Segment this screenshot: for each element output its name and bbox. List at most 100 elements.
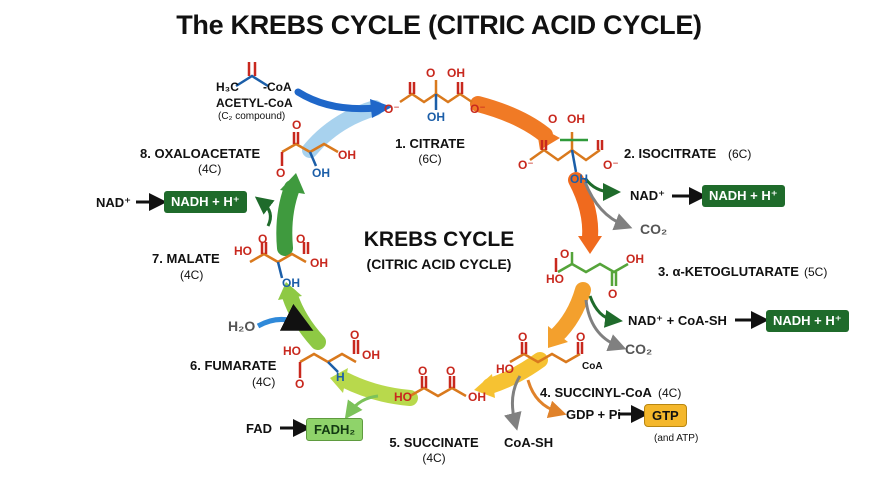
malate-nad-in: NAD⁺ [96,195,132,210]
gtp-note: (and ATP) [654,433,699,444]
step-1-label: 1. CITRATE [395,136,465,151]
malate-structure [249,242,310,279]
akg-oh: OH [626,252,644,266]
step-2-label: 2. ISOCITRATE [624,146,717,161]
step-8-carbons: (4C) [198,162,222,176]
step-1-carbons: (6C) [418,152,442,166]
succinate-oh: OH [468,390,486,404]
akg-nadh-box: NADH + H⁺ [766,310,849,332]
succinate-fadh-arrow [280,394,379,437]
akg-structure [554,252,629,286]
cycle-arrow-citrate-to-isocitrate [470,96,560,150]
cycle-arrow-isocitrate-to-akg [568,172,602,254]
fumarate-o-bottom: O [295,377,305,391]
step-7-label: 7. MALATE [152,251,220,266]
malate-o-left: O [258,232,268,246]
cycle-arrow-malate-to-oxaloacetate [276,173,305,256]
akg-o-bottom: O [608,287,618,301]
succinate-structure [409,376,467,398]
step-2-carbons: (6C) [728,147,752,161]
fumarate-water-in: H₂O [228,318,256,334]
isocitrate-co2-arrow [583,181,633,231]
oxaloacetate-oh: OH [338,148,356,162]
fadh2-box: FADH₂ [306,418,364,441]
oxaloacetate-structure [280,132,339,167]
isocitrate-nad-in: NAD⁺ [630,188,666,203]
acetyl-formula-coa: -CoA [263,80,292,94]
succinate-ho: HO [394,390,412,404]
malate-o-right: O [296,232,306,246]
malate-oh: OH [310,256,328,270]
isocitrate-o: O [548,112,558,126]
step-6-label: 6. FUMARATE [190,358,277,373]
succinyl-coa-mark: CoA [582,361,603,372]
malate-nadh-arrow [136,193,275,227]
citrate-structure [399,80,473,110]
isocitrate-oh-top: OH [567,112,585,126]
cycle-arrow-oxaloacetate-to-citrate [302,100,383,158]
akg-nadh-arrow [588,295,769,329]
succinyl-coash-arrow [504,375,522,431]
succinate-fad-in: FAD [246,421,272,436]
isocitrate-structure [529,132,604,173]
isocitrate-o-minus-right: O⁻ [603,158,619,172]
fumarate-o: O [350,328,360,342]
succinyl-gdp-in: GDP + Pi [566,407,622,422]
isocitrate-o-minus-left: O⁻ [518,158,534,172]
oxaloacetate-oh-bottom: OH [312,166,330,180]
malate-ho: HO [234,244,252,258]
succinyl-o-right: O [576,330,586,344]
malate-oh-bottom: OH [282,276,300,290]
step-5-label: 5. SUCCINATE [389,435,479,450]
succinyl-coa-structure [509,342,584,364]
akg-ho: HO [546,272,564,286]
gtp-box: GTP [644,404,687,427]
acetyl-coa-entry-arrow [294,88,392,118]
succinyl-coash-release: CoA-SH [504,435,554,450]
citrate-oh-bottom: OH [427,110,445,124]
citrate-o-minus-right: O⁻ [470,102,486,116]
akg-o-top: O [560,247,570,261]
oxaloacetate-o: O [292,118,302,132]
fumarate-h: H [336,370,345,384]
acetyl-coa-label: ACETYL-CoA [216,96,293,110]
step-3-label: 3. α-KETOGLUTARATE [658,264,799,279]
acetyl-formula-h3c: H₃C [216,80,239,94]
cycle-arrow-fumarate-to-malate [278,282,326,350]
step-3-carbons: (5C) [804,265,828,279]
page-title: The KREBS CYCLE (CITRIC ACID CYCLE) [176,10,702,40]
isocitrate-nadh-arrow [583,177,707,205]
isocitrate-oh-bottom: OH [570,172,588,186]
step-4-carbons: (4C) [658,386,682,400]
center-subtitle: (CITRIC ACID CYCLE) [366,256,512,272]
step-7-carbons: (4C) [180,268,204,282]
citrate-o-minus-left: O⁻ [384,102,400,116]
succinyl-gtp-arrow [526,379,649,423]
fumarate-ho: HO [283,344,301,358]
acetyl-coa-structure [235,62,269,88]
step-6-carbons: (4C) [252,375,276,389]
akg-nad-in: NAD⁺ + CoA-SH [628,313,727,328]
step-5-carbons: (4C) [422,451,446,465]
akg-co2: CO₂ [625,341,653,357]
isocitrate-co2: CO₂ [640,221,668,237]
fumarate-water-arrow [256,303,314,331]
malate-nadh-box: NADH + H⁺ [164,191,247,213]
acetyl-coa-note: (C₂ compound) [218,111,286,122]
center-title: KREBS CYCLE [363,228,515,251]
succinate-o-right: O [446,364,456,378]
fumarate-structure [298,340,360,378]
succinyl-o-left: O [518,330,528,344]
cycle-arrow-akg-to-succinyl [548,282,591,348]
isocitrate-nadh-box: NADH + H⁺ [702,185,785,207]
succinate-o-left: O [418,364,428,378]
oxaloacetate-o-bottom: O [276,166,286,180]
cycle-arrow-succinyl-to-succinate [474,352,548,398]
citrate-oh-top: OH [447,66,465,80]
citrate-o: O [426,66,436,80]
succinyl-ho: HO [496,362,514,376]
akg-co2-arrow [584,299,627,352]
step-4-label: 4. SUCCINYL-CoA [540,385,652,400]
